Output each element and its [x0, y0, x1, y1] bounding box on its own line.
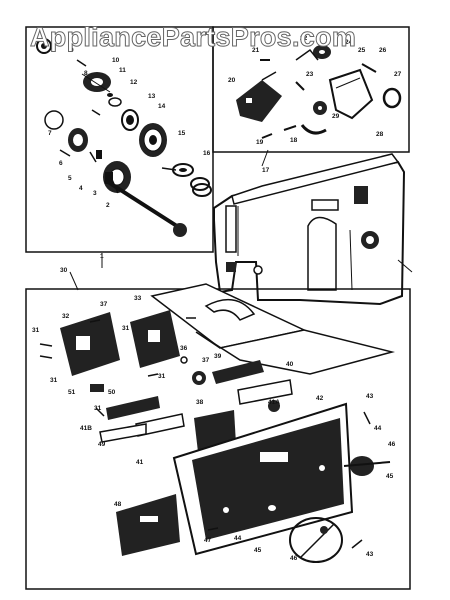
callout-51: 51	[68, 389, 76, 396]
callout-48: 48	[114, 501, 122, 508]
callout-37: 37	[100, 301, 108, 308]
callout-21: 21	[252, 47, 260, 54]
callout-26: 26	[379, 47, 387, 54]
callout-49: 49	[98, 441, 106, 448]
pulley-part	[313, 101, 327, 115]
callout-46b: 46	[290, 555, 298, 562]
callout-5: 5	[68, 175, 72, 182]
bracket-plate-part	[236, 71, 282, 122]
callout-44b: 44	[234, 535, 242, 542]
callout-15: 15	[178, 130, 186, 137]
callout-7: 7	[48, 130, 52, 137]
gear-assembly-part	[68, 128, 131, 193]
knob-part	[161, 163, 194, 177]
lever-arm-part	[328, 68, 402, 120]
callout-32: 32	[62, 313, 70, 320]
callout-45b: 45	[254, 547, 262, 554]
callout-37b: 37	[202, 357, 210, 364]
callout-10: 10	[112, 57, 120, 64]
small-screw-parts	[59, 59, 101, 163]
callout-31b: 31	[122, 325, 130, 332]
leader-17	[261, 149, 269, 167]
callout-27: 27	[394, 71, 402, 78]
callout-13: 13	[148, 93, 156, 100]
presser-plate-part	[116, 494, 180, 556]
callout-43a: 43	[366, 393, 374, 400]
callout-42: 42	[316, 395, 324, 402]
inset-box-hand-wheel	[25, 26, 214, 253]
motor-shaft-part	[103, 174, 187, 237]
callout-4: 4	[79, 185, 83, 192]
callout-19: 19	[256, 139, 264, 146]
callout-44a: 44	[374, 425, 382, 432]
callout-47: 47	[204, 537, 212, 544]
callout-36: 36	[180, 345, 188, 352]
base-cover-plate-part	[172, 402, 354, 556]
callout-16: 16	[203, 150, 211, 157]
indicator-parts	[192, 360, 293, 412]
bobbin-winder-part	[295, 45, 331, 61]
callout-28: 28	[376, 131, 384, 138]
washer-part	[107, 93, 122, 107]
watermark-text: AppliancePartsPros.com	[30, 22, 356, 52]
face-plate-left-part	[60, 312, 120, 376]
callout-31e: 31	[94, 405, 102, 412]
callout-43b: 43	[366, 551, 374, 558]
callout-12: 12	[130, 79, 138, 86]
callout-3: 3	[93, 190, 97, 197]
callout-41b: 41B	[80, 425, 92, 432]
callout-2: 2	[106, 202, 110, 209]
callout-41: 41	[136, 459, 144, 466]
callout-31d: 31	[50, 377, 58, 384]
callout-33: 33	[134, 295, 142, 302]
callout-17: 17	[262, 167, 270, 174]
clip-ring-part	[36, 38, 52, 54]
callout-6: 6	[59, 160, 63, 167]
callout-14: 14	[158, 103, 166, 110]
bed-plate-part	[150, 283, 395, 375]
machine-head-casting	[213, 153, 413, 306]
gear-pulley-bottom-part	[207, 411, 391, 563]
slide-plate-parts	[99, 396, 236, 452]
small-pins-part	[260, 59, 377, 139]
bushing-part	[81, 72, 111, 93]
hand-wheel-part	[139, 123, 167, 157]
spring-coil-part	[190, 177, 212, 197]
callout-46a: 46	[388, 441, 396, 448]
callout-50: 50	[108, 389, 116, 396]
callout-25: 25	[358, 47, 366, 54]
callout-9: 9	[70, 47, 74, 54]
callout-39: 39	[214, 353, 222, 360]
callout-11: 11	[119, 67, 126, 74]
leader-30	[69, 271, 79, 291]
callout-18: 18	[290, 137, 298, 144]
ring-part	[44, 110, 64, 130]
callout-23: 23	[306, 71, 314, 78]
callout-38: 38	[196, 399, 204, 406]
callout-20: 20	[228, 77, 236, 84]
small-hardware-parts	[39, 317, 196, 417]
callout-31c: 31	[158, 373, 166, 380]
inset-box-bobbin-winder	[212, 26, 410, 153]
callout-22: 22	[300, 35, 308, 42]
latch-part	[300, 124, 327, 135]
callout-24: 24	[345, 39, 353, 46]
callout-45a: 45	[386, 473, 394, 480]
callout-31a: 31	[32, 327, 40, 334]
top-cover-opening	[354, 186, 368, 204]
callout-29: 29	[332, 113, 340, 120]
callout-30: 30	[60, 267, 68, 274]
callout-40: 40	[286, 361, 294, 368]
spring-clutch-part	[121, 109, 139, 131]
callout-8: 8	[84, 70, 88, 77]
callout-41a: 41A	[268, 399, 280, 406]
face-plate-right-part	[130, 310, 180, 368]
